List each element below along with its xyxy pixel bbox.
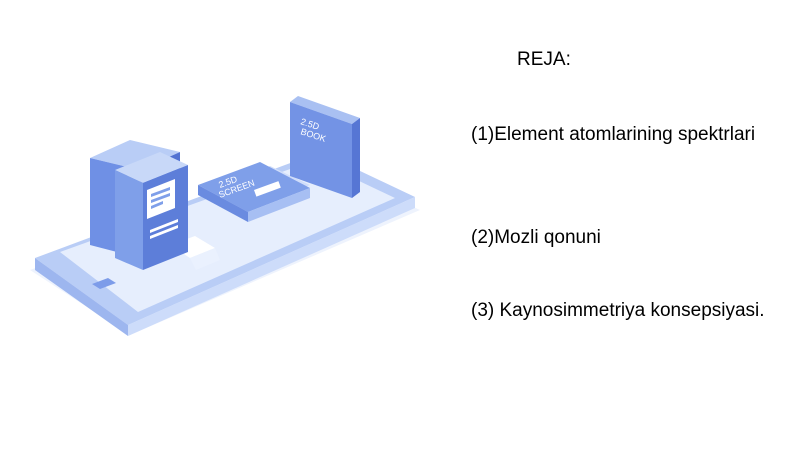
plan-item-1: (1)Element atomlarining spektrlari	[471, 124, 756, 145]
isometric-phone-books-icon: 2.5D SCREEN 2.5D BOOK	[20, 80, 440, 380]
plan-title: REJA:	[517, 49, 571, 70]
plan-item-2: (2)Mozli qonuni	[471, 227, 601, 248]
plan-item-3: (3) Kaynosimmetriya konsepsiyasi.	[471, 300, 765, 321]
